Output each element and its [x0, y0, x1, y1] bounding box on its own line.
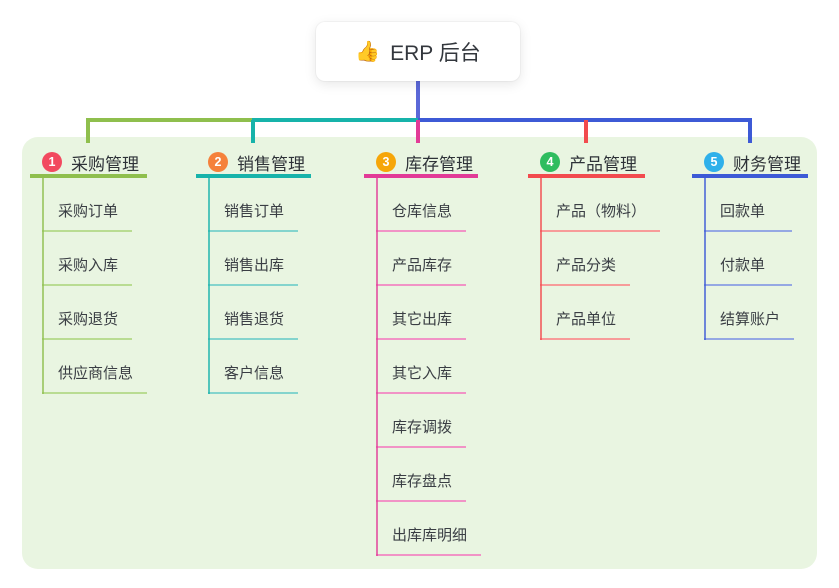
branch-badge-5: 5: [704, 152, 724, 172]
branch-label: 产品管理: [569, 154, 637, 174]
child-node[interactable]: 销售退货: [208, 308, 299, 340]
branch-drop-line-2: [251, 120, 255, 143]
branch-node-sales[interactable]: 2 销售管理: [196, 150, 311, 178]
list-item: 产品库存: [376, 232, 546, 286]
child-node[interactable]: 出库库明细: [376, 524, 482, 556]
list-item: 仓库信息: [376, 178, 546, 232]
child-node[interactable]: 产品单位: [540, 308, 631, 340]
list-item: 库存盘点: [376, 448, 546, 502]
branch-badge-3: 3: [376, 152, 396, 172]
list-item: 客户信息: [208, 340, 378, 394]
list-item: 采购入库: [42, 232, 212, 286]
branch-children-purchase: 采购订单 采购入库 采购退货 供应商信息: [42, 178, 212, 394]
list-item: 结算账户: [704, 286, 839, 340]
list-item: 采购退货: [42, 286, 212, 340]
child-node[interactable]: 采购订单: [42, 200, 133, 232]
child-connector-line: [540, 178, 542, 340]
branch-children-inventory: 仓库信息 产品库存 其它出库 其它入库 库存调拨 库存盘点 出库库明细: [376, 178, 546, 556]
child-node[interactable]: 库存调拨: [376, 416, 467, 448]
list-item: 出库库明细: [376, 502, 546, 556]
branch-drop-line-5: [748, 120, 752, 143]
branch-drop-line-4: [584, 120, 588, 143]
child-node[interactable]: 库存盘点: [376, 470, 467, 502]
list-item: 采购订单: [42, 178, 212, 232]
branch-label: 财务管理: [733, 154, 801, 174]
branch-node-finance[interactable]: 5 财务管理: [692, 150, 808, 178]
list-item: 其它出库: [376, 286, 546, 340]
child-node[interactable]: 销售订单: [208, 200, 299, 232]
root-node[interactable]: 👍 ERP 后台: [316, 22, 520, 81]
child-node[interactable]: 产品（物料）: [540, 200, 661, 232]
child-connector-line: [208, 178, 210, 394]
child-node[interactable]: 采购退货: [42, 308, 133, 340]
connector-bar-teal: [252, 118, 419, 122]
child-connector-line: [376, 178, 378, 556]
branch-children-product: 产品（物料） 产品分类 产品单位: [540, 178, 710, 340]
root-connector-line: [416, 81, 420, 120]
child-connector-line: [704, 178, 706, 340]
list-item: 库存调拨: [376, 394, 546, 448]
branch-node-inventory[interactable]: 3 库存管理: [364, 150, 478, 178]
branch-badge-4: 4: [540, 152, 560, 172]
list-item: 产品分类: [540, 232, 710, 286]
child-node[interactable]: 产品库存: [376, 254, 467, 286]
branch-node-purchase[interactable]: 1 采购管理: [30, 150, 147, 178]
list-item: 产品（物料）: [540, 178, 710, 232]
child-node[interactable]: 付款单: [704, 254, 792, 286]
child-node[interactable]: 采购入库: [42, 254, 133, 286]
list-item: 回款单: [704, 178, 839, 232]
branch-badge-1: 1: [42, 152, 62, 172]
root-title: ERP 后台: [390, 41, 481, 65]
child-node[interactable]: 仓库信息: [376, 200, 467, 232]
list-item: 付款单: [704, 232, 839, 286]
list-item: 产品单位: [540, 286, 710, 340]
child-node[interactable]: 其它入库: [376, 362, 467, 394]
branch-drop-line-1: [86, 120, 90, 143]
thumbs-up-icon: 👍: [355, 41, 381, 63]
child-node[interactable]: 供应商信息: [42, 362, 148, 394]
branch-label: 采购管理: [71, 154, 139, 174]
child-node[interactable]: 产品分类: [540, 254, 631, 286]
child-connector-line: [42, 178, 44, 394]
branch-badge-2: 2: [208, 152, 228, 172]
branch-label: 销售管理: [237, 154, 305, 174]
branch-children-sales: 销售订单 销售出库 销售退货 客户信息: [208, 178, 378, 394]
list-item: 销售出库: [208, 232, 378, 286]
branch-node-product[interactable]: 4 产品管理: [528, 150, 645, 178]
connector-bar-green: [86, 118, 254, 122]
list-item: 其它入库: [376, 340, 546, 394]
branch-drop-line-3: [416, 120, 420, 143]
branch-label: 库存管理: [405, 154, 473, 174]
branch-children-finance: 回款单 付款单 结算账户: [704, 178, 839, 340]
child-node[interactable]: 其它出库: [376, 308, 467, 340]
child-node[interactable]: 销售出库: [208, 254, 299, 286]
child-node[interactable]: 客户信息: [208, 362, 299, 394]
list-item: 供应商信息: [42, 340, 212, 394]
child-node[interactable]: 回款单: [704, 200, 792, 232]
list-item: 销售订单: [208, 178, 378, 232]
list-item: 销售退货: [208, 286, 378, 340]
mindmap-panel: [22, 137, 817, 569]
child-node[interactable]: 结算账户: [704, 308, 795, 340]
